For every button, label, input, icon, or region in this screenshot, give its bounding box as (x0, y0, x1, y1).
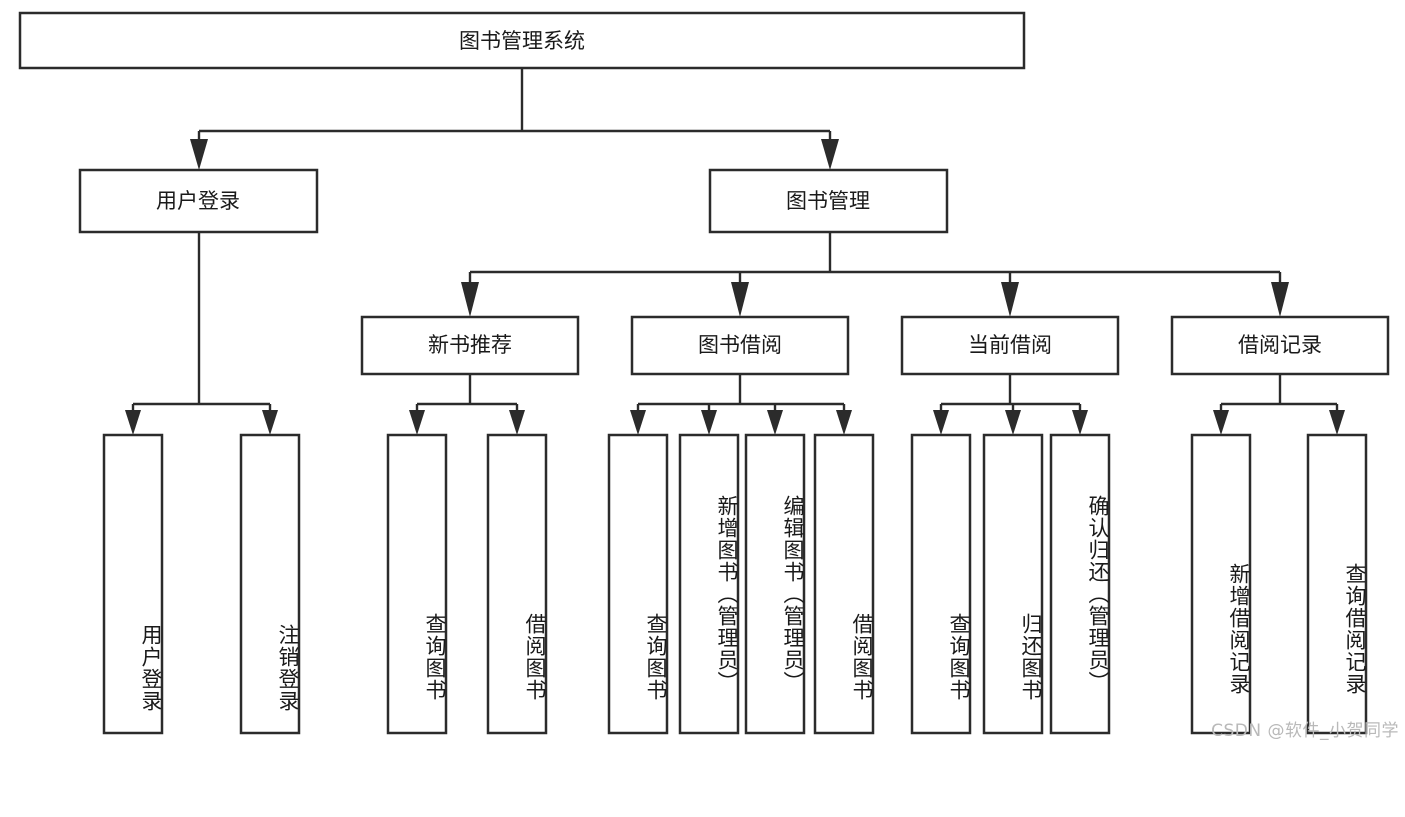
node-current-borrow[interactable]: 当前借阅 (900, 315, 1120, 376)
arrow-head-leaf-query-book-1 (409, 410, 425, 435)
diagram-root: 图书管理系统 用户登录 图书管理 新书推荐 图书借阅 当前借阅 借阅记录 (18, 11, 1399, 741)
arrow-head-leaf-user-login (125, 410, 141, 435)
arrow-head-book-borrow (731, 282, 749, 317)
node-book-management-label: 图书管理 (786, 189, 870, 213)
arrow-head-leaf-add-record (1213, 410, 1229, 435)
node-new-book-recommend-label: 新书推荐 (428, 333, 512, 357)
leaf-box-layer (102, 433, 1368, 735)
leaf-box-user-login[interactable] (102, 433, 164, 735)
node-book-borrow-box[interactable] (630, 315, 850, 376)
leaf-box-return-book[interactable] (982, 433, 1044, 735)
node-borrow-record[interactable]: 借阅记录 (1170, 315, 1390, 376)
arrow-head-leaf-borrow-book-2 (836, 410, 852, 435)
leaf-box-query-record[interactable] (1306, 433, 1368, 735)
node-current-borrow-label: 当前借阅 (968, 333, 1052, 357)
leaf-box-borrow-book-2[interactable] (813, 433, 875, 735)
arrow-head-leaf-edit-book (767, 410, 783, 435)
node-user-login-label: 用户登录 (156, 189, 240, 213)
leaf-box-borrow-book-1[interactable] (486, 433, 548, 735)
node-book-management-box[interactable] (708, 168, 949, 234)
node-root-box[interactable] (18, 11, 1026, 70)
connector-layer (125, 68, 1345, 435)
leaf-box-add-book[interactable] (678, 433, 740, 735)
arrow-head-new-book-recommend (461, 282, 479, 317)
arrow-head-leaf-return-book (1005, 410, 1021, 435)
node-new-book-recommend-box[interactable] (360, 315, 580, 376)
leaf-box-query-book-2[interactable] (607, 433, 669, 735)
node-root-label: 图书管理系统 (459, 29, 585, 53)
node-current-borrow-box[interactable] (900, 315, 1120, 376)
leaf-box-logout[interactable] (239, 433, 301, 735)
watermark-text: CSDN @软件_小贺同学 (1211, 721, 1399, 741)
arrow-head-leaf-confirm-return (1072, 410, 1088, 435)
leaf-box-query-book-3[interactable] (910, 433, 972, 735)
node-root[interactable]: 图书管理系统 (18, 11, 1026, 70)
node-book-management[interactable]: 图书管理 (708, 168, 949, 234)
arrow-head-book-management (821, 139, 839, 170)
arrow-head-leaf-add-book (701, 410, 717, 435)
node-new-book-recommend[interactable]: 新书推荐 (360, 315, 580, 376)
node-borrow-record-box[interactable] (1170, 315, 1390, 376)
arrow-head-user-login (190, 139, 208, 170)
leaf-box-confirm-return[interactable] (1049, 433, 1111, 735)
arrow-head-leaf-borrow-book-1 (509, 410, 525, 435)
flowchart-canvas: 图书管理系统 用户登录 图书管理 新书推荐 图书借阅 当前借阅 借阅记录 (18, 11, 1390, 735)
node-user-login[interactable]: 用户登录 (78, 168, 319, 234)
arrow-head-leaf-query-record (1329, 410, 1345, 435)
arrow-head-leaf-query-book-2 (630, 410, 646, 435)
leaf-box-query-book-1[interactable] (386, 433, 448, 735)
arrow-head-current-borrow (1001, 282, 1019, 317)
leaf-box-add-record[interactable] (1190, 433, 1252, 735)
arrow-head-leaf-query-book-3 (933, 410, 949, 435)
node-book-borrow-label: 图书借阅 (698, 333, 782, 357)
leaf-box-edit-book[interactable] (744, 433, 806, 735)
arrow-head-borrow-record (1271, 282, 1289, 317)
node-book-borrow[interactable]: 图书借阅 (630, 315, 850, 376)
node-borrow-record-label: 借阅记录 (1238, 333, 1322, 357)
node-user-login-box[interactable] (78, 168, 319, 234)
arrow-head-leaf-logout (262, 410, 278, 435)
